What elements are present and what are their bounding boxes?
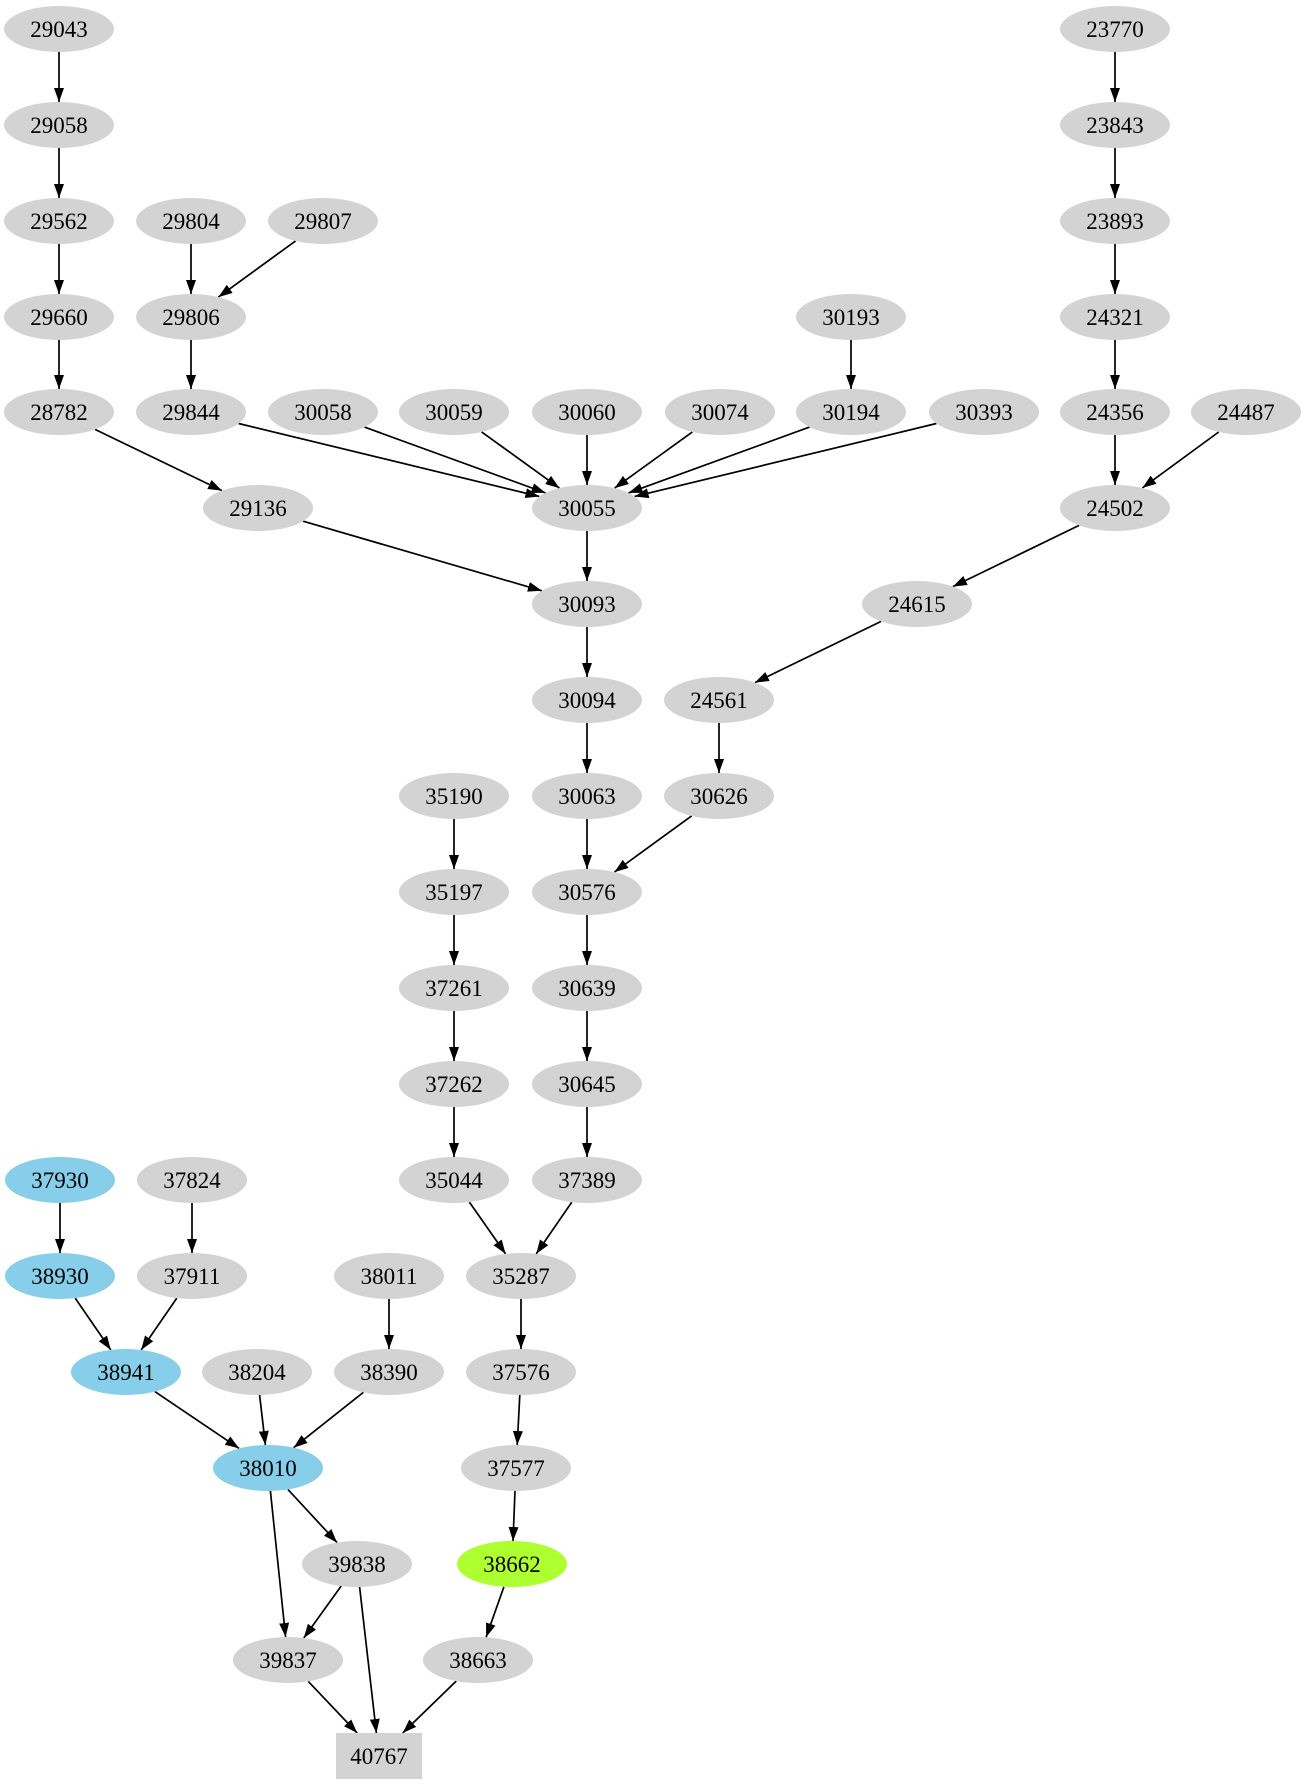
graph-node-24321: 24321 xyxy=(1060,294,1170,340)
graph-node-38204: 38204 xyxy=(202,1349,312,1395)
graph-node-35197: 35197 xyxy=(399,869,509,915)
graph-node-29058: 29058 xyxy=(4,102,114,148)
edge-37577-38662 xyxy=(508,1490,519,1542)
graph-node-37261: 37261 xyxy=(399,965,509,1011)
graph-node-30626: 30626 xyxy=(664,773,774,819)
graph-node-30055: 30055 xyxy=(532,485,642,531)
graph-node-29562: 29562 xyxy=(4,198,114,244)
graph-node-37389: 37389 xyxy=(532,1157,642,1203)
edge-38941-38010 xyxy=(154,1390,240,1450)
graph-node-37911: 37911 xyxy=(137,1253,247,1299)
graph-node-30063: 30063 xyxy=(532,773,642,819)
graph-node-30193: 30193 xyxy=(796,294,906,340)
edge-30059-30055 xyxy=(481,431,560,489)
graph-node-37824: 37824 xyxy=(137,1157,247,1203)
edge-24615-24561 xyxy=(754,620,882,684)
graph-node-29043: 29043 xyxy=(4,6,114,52)
edge-30074-30055 xyxy=(614,431,693,489)
edge-28782-29136 xyxy=(94,428,223,492)
graph-node-24502: 24502 xyxy=(1060,485,1170,531)
graph-node-24356: 24356 xyxy=(1060,389,1170,435)
graph-node-35190: 35190 xyxy=(399,773,509,819)
graph-node-38930: 38930 xyxy=(5,1253,115,1299)
graph-node-38662: 38662 xyxy=(457,1541,567,1587)
edge-24502-24615 xyxy=(952,524,1080,588)
graph-node-38010: 38010 xyxy=(213,1445,323,1491)
graph-node-38390: 38390 xyxy=(334,1349,444,1395)
graph-node-23843: 23843 xyxy=(1060,102,1170,148)
edge-38390-38010 xyxy=(293,1391,364,1449)
graph-node-30393: 30393 xyxy=(929,389,1039,435)
edge-39837-40767 xyxy=(307,1680,358,1734)
edge-38204-38010 xyxy=(258,1394,269,1446)
graph-node-30074: 30074 xyxy=(665,389,775,435)
graph-node-29804: 29804 xyxy=(136,198,246,244)
graph-node-24487: 24487 xyxy=(1191,389,1301,435)
edge-lines-group xyxy=(54,52,1220,1734)
graph-node-38663: 38663 xyxy=(423,1637,533,1683)
graph-node-38011: 38011 xyxy=(334,1253,444,1299)
edge-29807-29806 xyxy=(217,240,297,298)
graph-node-30639: 30639 xyxy=(532,965,642,1011)
edge-24487-24502 xyxy=(1141,431,1220,489)
edge-37389-35287 xyxy=(535,1201,573,1255)
graph-node-30576: 30576 xyxy=(532,869,642,915)
graph-node-30094: 30094 xyxy=(532,677,642,723)
graph-node-28782: 28782 xyxy=(4,389,114,435)
graph-node-30060: 30060 xyxy=(532,389,642,435)
graph-node-39837: 39837 xyxy=(233,1637,343,1683)
graph-node-40767: 40767 xyxy=(336,1733,422,1779)
graph-node-37577: 37577 xyxy=(461,1445,571,1491)
graph-node-37262: 37262 xyxy=(399,1061,509,1107)
edge-35044-35287 xyxy=(468,1201,507,1255)
graph-node-29844: 29844 xyxy=(136,389,246,435)
graph-node-30059: 30059 xyxy=(399,389,509,435)
graph-node-39838: 39838 xyxy=(302,1541,412,1587)
graph-node-23770: 23770 xyxy=(1060,6,1170,52)
edge-39838-40767 xyxy=(358,1586,380,1734)
graph-node-38941: 38941 xyxy=(71,1349,181,1395)
edge-37911-38941 xyxy=(140,1297,178,1351)
graph-node-29807: 29807 xyxy=(268,198,378,244)
graph-node-35044: 35044 xyxy=(399,1157,509,1203)
edge-38930-38941 xyxy=(74,1297,112,1351)
edge-29136-30093 xyxy=(302,520,543,592)
edge-38010-39838 xyxy=(287,1488,338,1544)
graph-node-30093: 30093 xyxy=(532,581,642,627)
graph-node-35287: 35287 xyxy=(466,1253,576,1299)
graph-node-37576: 37576 xyxy=(466,1349,576,1395)
graph-node-23893: 23893 xyxy=(1060,198,1170,244)
edge-30393-30055 xyxy=(634,422,937,499)
edge-39838-39837 xyxy=(303,1585,342,1639)
edge-37576-37577 xyxy=(512,1394,523,1446)
graph-node-37930: 37930 xyxy=(5,1157,115,1203)
edge-38010-39837 xyxy=(269,1490,290,1638)
edge-30194-30055 xyxy=(628,426,810,494)
graph-node-30645: 30645 xyxy=(532,1061,642,1107)
edge-30058-30055 xyxy=(364,426,546,494)
graph-node-29660: 29660 xyxy=(4,294,114,340)
edge-30626-30576 xyxy=(613,815,693,873)
graph-node-29806: 29806 xyxy=(136,294,246,340)
edge-38663-40767 xyxy=(402,1680,457,1734)
graph-node-30194: 30194 xyxy=(796,389,906,435)
edge-29844-30055 xyxy=(238,422,540,499)
graph-node-24615: 24615 xyxy=(862,581,972,627)
graph-node-29136: 29136 xyxy=(203,485,313,531)
edge-38662-38663 xyxy=(485,1586,505,1638)
graph-node-30058: 30058 xyxy=(268,389,378,435)
graph-node-24561: 24561 xyxy=(664,677,774,723)
